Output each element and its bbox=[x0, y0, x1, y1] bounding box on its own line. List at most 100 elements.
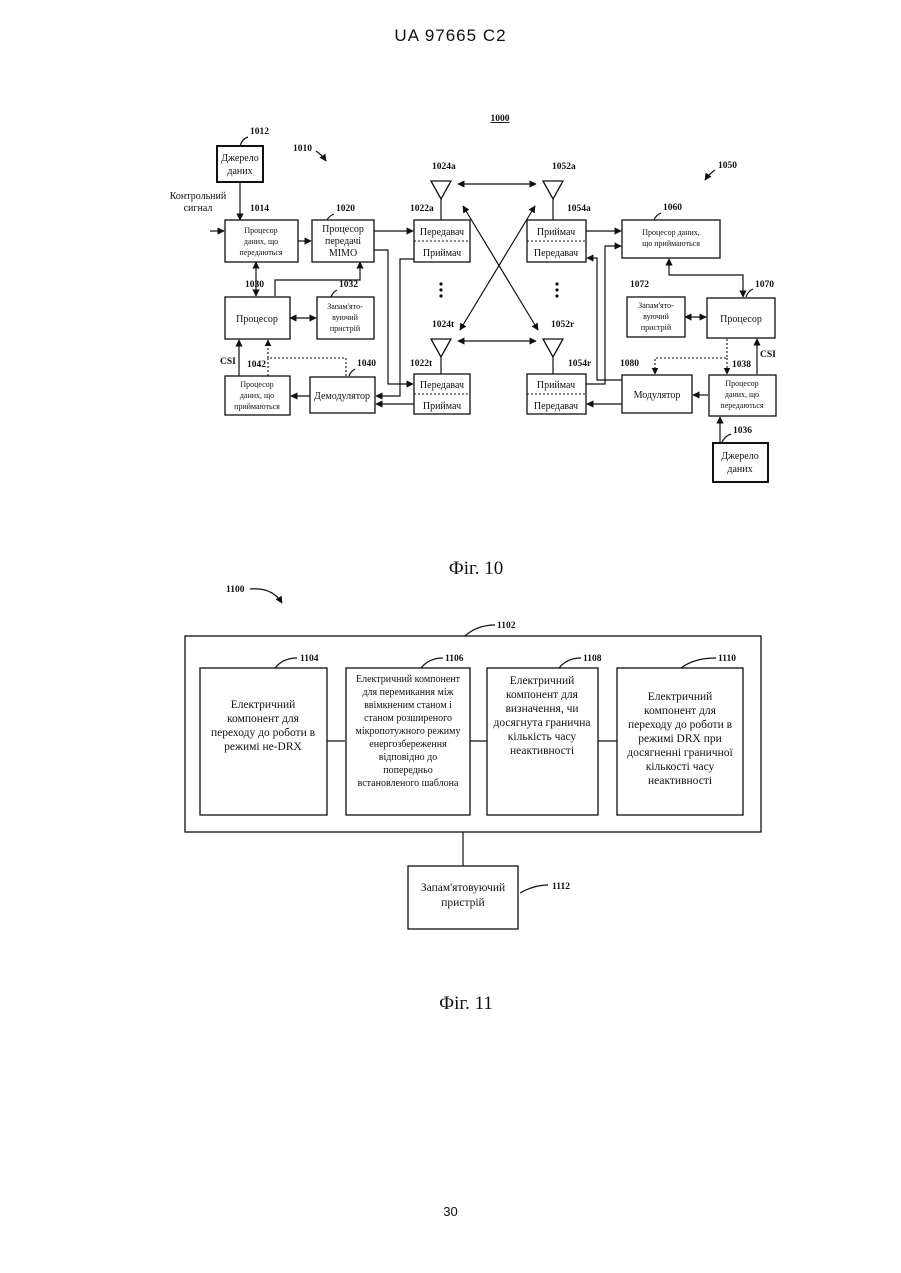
modulator-label: Модулятор bbox=[634, 390, 681, 401]
tx-memory-line-2: вуючий bbox=[332, 313, 358, 322]
rx-source-line-2: даних bbox=[727, 464, 752, 475]
c1106-line-1: Електричний компонент bbox=[356, 674, 461, 685]
rx-processor-label: Процесор bbox=[720, 314, 762, 325]
system-ref-1000: 1000 bbox=[491, 114, 510, 124]
tx-source-line-2: даних bbox=[227, 166, 252, 177]
c1108-line-6: неактивності bbox=[510, 745, 574, 757]
control-signal-line-2: сигнал bbox=[184, 203, 213, 214]
c1106-line-8: попередньо bbox=[383, 765, 432, 776]
c1108-line-5: кількість часу bbox=[508, 731, 577, 743]
page-number: 30 bbox=[0, 1204, 901, 1219]
ref-1054r: 1054r bbox=[568, 359, 592, 369]
ref-1054a: 1054a bbox=[567, 204, 591, 214]
tx-proc-line-3: передаються bbox=[239, 248, 282, 257]
c1106-line-5: мікропотужного режиму bbox=[356, 726, 461, 737]
rx-system-ref: 1050 bbox=[718, 161, 737, 171]
ref-1052a: 1052a bbox=[552, 162, 576, 172]
tx-proc-line-1: Процесор bbox=[244, 226, 277, 235]
tx-memory-line-3: пристрій bbox=[330, 324, 361, 333]
c1106-line-6: енергозбереження bbox=[369, 739, 447, 750]
c1106-line-2: для перемикання між bbox=[362, 687, 453, 698]
ref-1032: 1032 bbox=[339, 280, 358, 290]
ref-1020: 1020 bbox=[336, 204, 355, 214]
rx-source-line-1: Джерело bbox=[721, 451, 758, 462]
csi-left: CSI bbox=[220, 357, 236, 367]
system-ref-1100: 1100 bbox=[226, 585, 245, 595]
c1110-line-2: компонент для bbox=[644, 705, 717, 717]
tx-memory-line-1: Запам'ято- bbox=[327, 302, 363, 311]
tx-source-line-1: Джерело bbox=[221, 153, 258, 164]
figure-10: 1000 1010 1050 1012 Джерело даних Контро… bbox=[170, 114, 776, 579]
tx-rxproc-line-2: даних, що bbox=[240, 391, 274, 400]
c1108-line-4: досягнута гранична bbox=[494, 717, 591, 729]
tx-processor-label: Процесор bbox=[236, 314, 278, 325]
ref-1042: 1042 bbox=[247, 360, 266, 370]
c1104-line-1: Електричний bbox=[231, 699, 296, 711]
ref-1072: 1072 bbox=[630, 280, 649, 290]
c1106-line-9: встановленого шаблона bbox=[358, 778, 459, 789]
c1110-line-1: Електричний bbox=[648, 691, 713, 703]
ref-1106: 1106 bbox=[445, 654, 464, 664]
m1112-line-2: пристрій bbox=[441, 897, 484, 909]
ref-1024a: 1024a bbox=[432, 162, 456, 172]
ref-1024t: 1024t bbox=[432, 320, 455, 330]
rx-txproc-line-3: передаються bbox=[720, 401, 763, 410]
rx-data-source-box bbox=[713, 443, 768, 482]
ref-1014: 1014 bbox=[250, 204, 269, 214]
rx-memory-line-3: пристрій bbox=[641, 323, 672, 332]
demodulator-label: Демодулятор bbox=[314, 391, 370, 402]
mimo-line-1: Процесор bbox=[322, 224, 364, 235]
c1110-line-6: кількості часу bbox=[646, 761, 715, 773]
ref-1070: 1070 bbox=[755, 280, 774, 290]
c1108-line-1: Електричний bbox=[510, 675, 575, 687]
c1110-line-7: неактивності bbox=[648, 775, 712, 787]
ref-1110: 1110 bbox=[718, 654, 736, 664]
xcvr-1054r-bottom: Передавач bbox=[534, 401, 578, 412]
rx-proc-line-2: що приймаються bbox=[642, 239, 700, 248]
rx-txproc-line-1: Процесор bbox=[725, 379, 758, 388]
ref-1060: 1060 bbox=[663, 203, 682, 213]
ref-1040: 1040 bbox=[357, 359, 376, 369]
ref-1052r: 1052r bbox=[551, 320, 575, 330]
ref-1080: 1080 bbox=[620, 359, 639, 369]
m1112-line-1: Запам'ятовуючий bbox=[421, 882, 505, 894]
control-signal-line-1: Контрольний bbox=[170, 191, 227, 202]
c1110-line-4: режимі DRX при bbox=[638, 733, 722, 745]
c1110-line-5: досягненні граничної bbox=[627, 747, 733, 759]
ref-1022t: 1022t bbox=[410, 359, 433, 369]
mimo-line-3: MIMO bbox=[329, 248, 357, 259]
c1104-line-4: режимі не-DRX bbox=[224, 741, 302, 753]
ref-1036: 1036 bbox=[733, 426, 752, 436]
ref-1022a: 1022a bbox=[410, 204, 434, 214]
rx-proc-line-1: Процесор даних, bbox=[642, 228, 700, 237]
c1104-line-2: компонент для bbox=[227, 713, 300, 725]
rx-txproc-line-2: даних, що bbox=[725, 390, 759, 399]
ref-1030: 1030 bbox=[245, 280, 264, 290]
xcvr-1022t-top: Передавач bbox=[420, 380, 464, 391]
rx-memory-line-2: вуючий bbox=[643, 312, 669, 321]
xcvr-1022a-bottom: Приймач bbox=[423, 248, 461, 259]
figure-11: 1100 1102 1104 Електричний компонент для… bbox=[185, 585, 761, 1014]
c1108-line-2: компонент для bbox=[506, 689, 579, 701]
xcvr-1054r-top: Приймач bbox=[537, 380, 575, 391]
c1110-line-3: переходу до роботи в bbox=[628, 719, 733, 731]
xcvr-1054a-top: Приймач bbox=[537, 227, 575, 238]
xcvr-1022t-bottom: Приймач bbox=[423, 401, 461, 412]
tx-system-ref: 1010 bbox=[293, 144, 312, 154]
tx-proc-line-2: даних, що bbox=[244, 237, 278, 246]
c1106-line-7: відповідно до bbox=[379, 752, 437, 763]
ref-1102: 1102 bbox=[497, 621, 516, 631]
xcvr-1022a-top: Передавач bbox=[420, 227, 464, 238]
c1108-line-3: визначення, чи bbox=[505, 703, 578, 715]
mimo-line-2: передачі bbox=[325, 236, 361, 247]
csi-right: CSI bbox=[760, 350, 776, 360]
xcvr-1054a-bottom: Передавач bbox=[534, 248, 578, 259]
rx-memory-line-1: Запам'ято- bbox=[638, 301, 674, 310]
c1104-line-3: переходу до роботи в bbox=[211, 727, 316, 739]
ref-1104: 1104 bbox=[300, 654, 319, 664]
fig11-caption: Фіг. 11 bbox=[439, 993, 493, 1014]
tx-rxproc-line-1: Процесор bbox=[240, 380, 273, 389]
c1106-line-3: ввімкненим станом і bbox=[364, 700, 452, 711]
